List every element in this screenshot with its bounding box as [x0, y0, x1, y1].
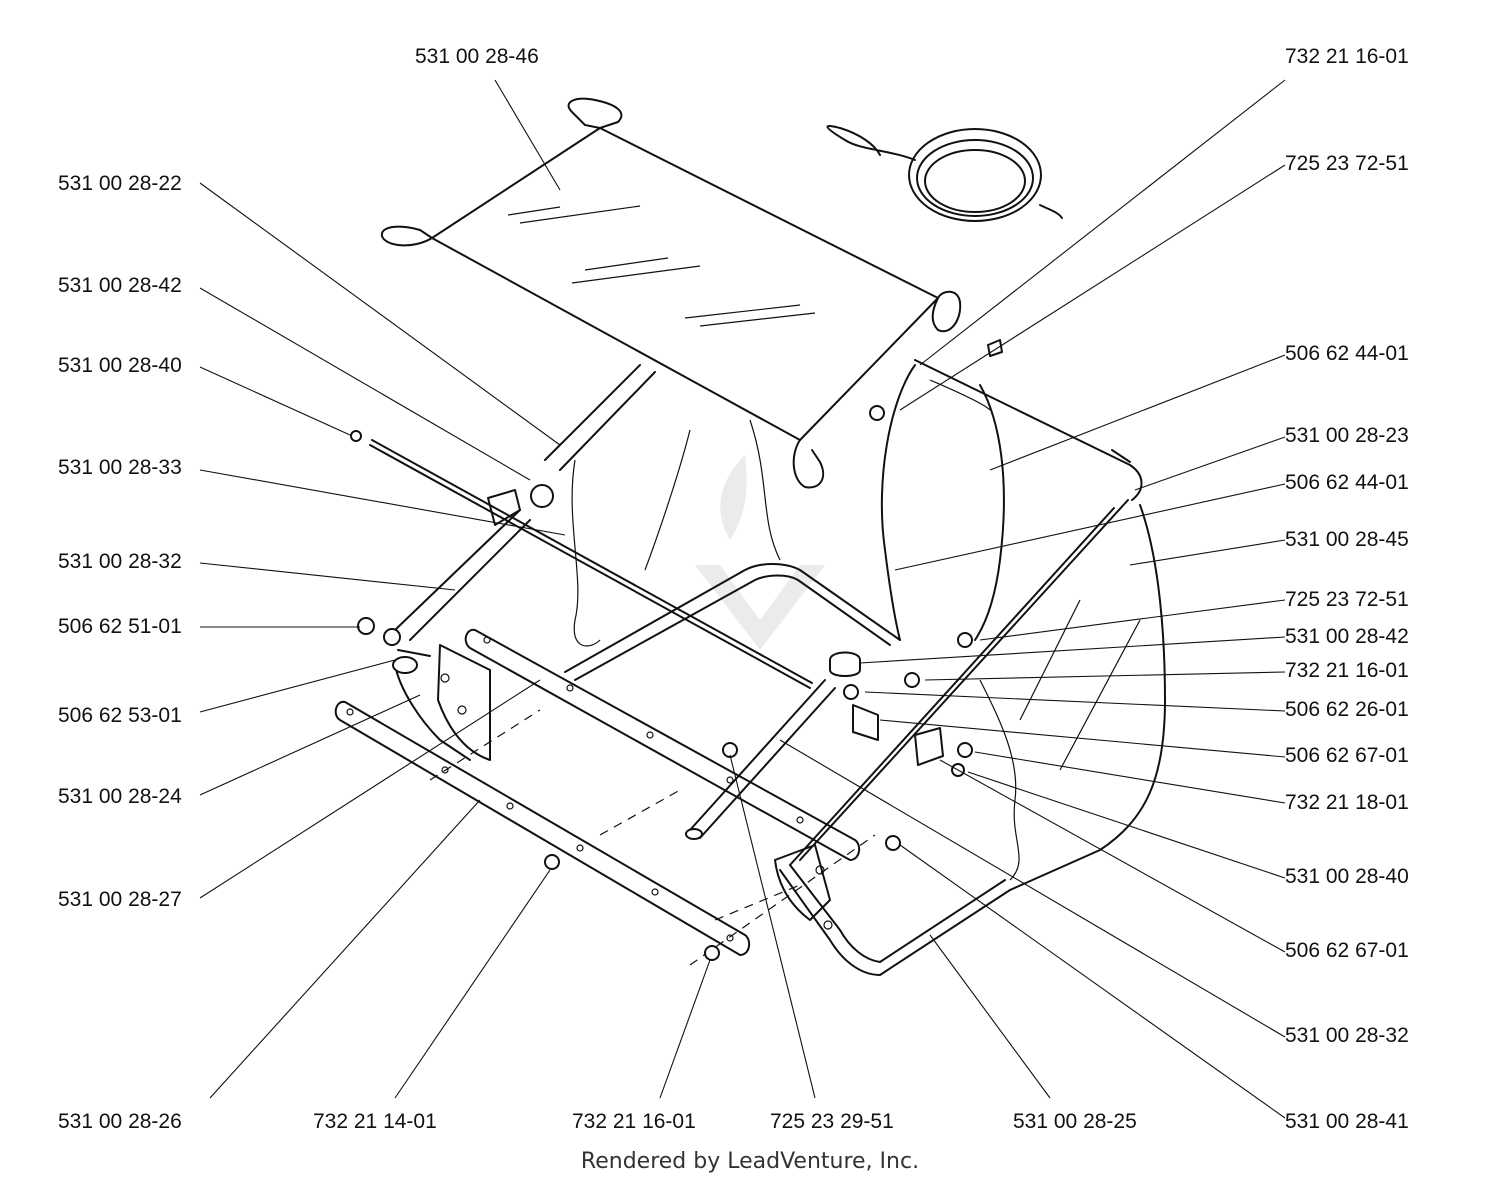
part-label: 531 00 28-46	[415, 45, 539, 68]
left-side-plate	[394, 644, 491, 761]
part-label: 531 00 28-42	[58, 274, 182, 297]
part-label: 506 62 26-01	[1285, 698, 1409, 721]
part-label: 531 00 28-41	[1285, 1110, 1409, 1133]
part-label: 732 21 16-01	[1285, 45, 1409, 68]
leader-lines	[199, 79, 1286, 1119]
assembly-lines	[429, 709, 876, 966]
hardware	[357, 339, 1003, 961]
right-side-plate	[774, 844, 833, 930]
part-label: 531 00 28-42	[1285, 625, 1409, 648]
part-label: 531 00 28-32	[58, 550, 182, 573]
part-label: 732 21 14-01	[313, 1110, 437, 1133]
part-label: 506 62 44-01	[1285, 342, 1409, 365]
cord-coil	[826, 125, 1063, 222]
bag-frame	[571, 359, 1166, 891]
part-label: 506 62 67-01	[1285, 744, 1409, 767]
part-label: 506 62 51-01	[58, 615, 182, 638]
exploded-parts	[334, 97, 1166, 976]
part-label: 531 00 28-27	[58, 888, 182, 911]
base-frame	[564, 563, 1011, 976]
short-tube	[685, 679, 836, 840]
part-label: 531 00 28-40	[58, 354, 182, 377]
cross-strips	[334, 628, 861, 956]
part-label: 506 62 44-01	[1285, 471, 1409, 494]
part-label: 725 23 72-51	[1285, 152, 1409, 175]
part-label: 725 23 29-51	[770, 1110, 894, 1133]
part-label: 506 62 67-01	[1285, 939, 1409, 962]
footer-credit: Rendered by LeadVenture, Inc.	[581, 1149, 919, 1174]
part-label: 531 00 28-26	[58, 1110, 182, 1133]
part-label: 531 00 28-23	[1285, 424, 1409, 447]
part-label: 531 00 28-40	[1285, 865, 1409, 888]
part-label: 531 00 28-22	[58, 172, 182, 195]
part-label: 725 23 72-51	[1285, 588, 1409, 611]
part-labels: 531 00 28-46 531 00 28-22 531 00 28-42 5…	[58, 45, 1409, 1133]
cover-sheet	[380, 97, 962, 489]
part-label: 506 62 53-01	[58, 704, 182, 727]
part-label: 531 00 28-32	[1285, 1024, 1409, 1047]
part-label: 732 21 18-01	[1285, 791, 1409, 814]
part-label: 531 00 28-25	[1013, 1110, 1137, 1133]
part-label: 732 21 16-01	[1285, 659, 1409, 682]
left-tubes	[350, 364, 813, 689]
part-label: 531 00 28-45	[1285, 528, 1409, 551]
part-label: 732 21 16-01	[572, 1110, 696, 1133]
part-label: 531 00 28-24	[58, 785, 182, 808]
part-label: 531 00 28-33	[58, 456, 182, 479]
watermark-logo	[695, 455, 825, 650]
